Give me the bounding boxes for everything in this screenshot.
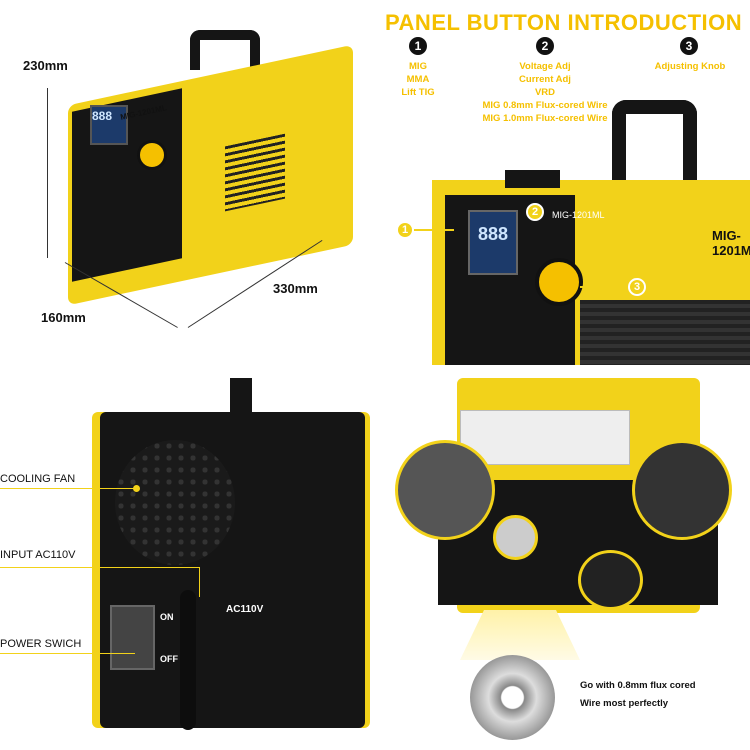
switch-off-label: OFF [160, 654, 178, 664]
feeder-zoom-circle [632, 440, 732, 540]
item-number-3: 3 [680, 37, 698, 55]
feature-text: VRD [534, 87, 556, 98]
switch-on-label: ON [160, 612, 174, 622]
light-beam [460, 610, 580, 660]
label-line [199, 567, 200, 597]
feature-text: MIG [409, 61, 427, 72]
callout-2: 2 [526, 203, 544, 221]
wire-note-line-1: Go with 0.8mm flux cored [580, 680, 696, 691]
side-vent [225, 133, 285, 212]
depth-dimension: 160mm [40, 310, 87, 325]
input-label: INPUT AC110V [0, 549, 76, 561]
adjusting-knob [137, 140, 167, 170]
lcd-display: 888 [468, 210, 518, 275]
vent [580, 300, 750, 365]
callout-line [580, 286, 628, 288]
panel-intro-title: PANEL BUTTON INTRODUCTION [385, 10, 743, 35]
feature-list-3: Adjusting Knob [640, 60, 740, 73]
item-number-2: 2 [536, 37, 554, 55]
power-switch[interactable] [110, 605, 155, 670]
feature-text: Current Adj [519, 74, 571, 85]
lcd-display: 888 [90, 105, 128, 145]
feature-list-2: Voltage Adj Current Adj VRD MIG 0.8mm Fl… [475, 60, 615, 125]
cooling-fan-label: COOLING FAN [0, 473, 76, 485]
instruction-sticker [460, 410, 630, 465]
item-number-1: 1 [409, 37, 427, 55]
adjusting-knob [535, 258, 583, 306]
power-cord [180, 590, 196, 730]
spool-zoom-circle [395, 440, 495, 540]
feeder-circle [578, 550, 643, 610]
feature-text: MIG 1.0mm Flux-cored Wire [482, 113, 608, 124]
top-handle [230, 378, 252, 413]
feature-list-1: MIG MMA Lift TIG [394, 60, 442, 99]
callout-3: 3 [628, 278, 646, 296]
side-model-label: MIG-1201ML [712, 228, 750, 258]
callout-1: 1 [396, 221, 414, 239]
feature-text: Lift TIG [401, 87, 435, 98]
feature-text: Voltage Adj [519, 61, 571, 72]
width-dimension: 330mm [272, 281, 319, 296]
handle [190, 30, 260, 70]
label-dot [133, 485, 140, 492]
feature-text: MIG 0.8mm Flux-cored Wire [482, 100, 608, 111]
handle [612, 100, 697, 180]
callout-line [414, 229, 454, 231]
model-label: MIG-1201ML [552, 210, 605, 220]
label-line [0, 567, 200, 568]
feature-text: MMA [406, 74, 430, 85]
power-switch-label: POWER SWICH [0, 638, 82, 650]
wire-spool [470, 655, 555, 740]
label-line [0, 653, 135, 654]
height-line [47, 88, 48, 258]
height-dimension: 230mm [22, 58, 69, 73]
label-line [0, 488, 136, 489]
spool-holder [493, 515, 538, 560]
ac-label: AC110V [226, 604, 264, 615]
top-latch [505, 170, 560, 188]
feature-text: Adjusting Knob [654, 61, 726, 72]
wire-note-line-2: Wire most perfectly [580, 698, 669, 709]
display-digits: 888 [92, 109, 113, 123]
fan-grille [115, 440, 235, 565]
